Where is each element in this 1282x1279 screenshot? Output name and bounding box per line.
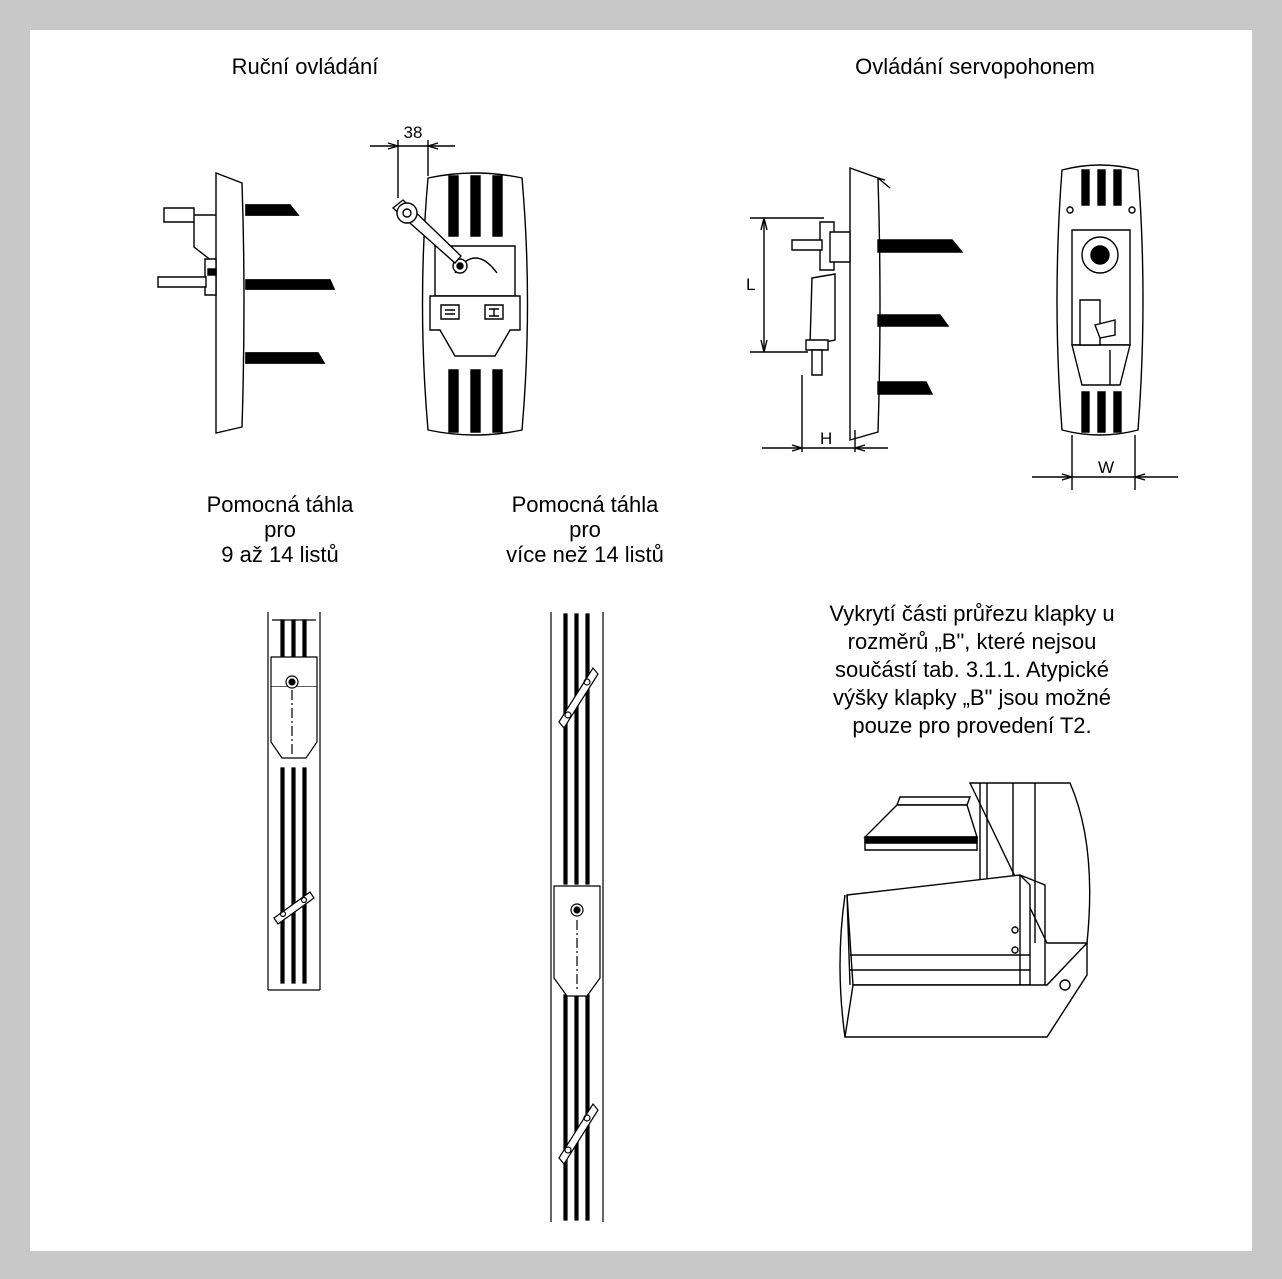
dimension-38-label: 38 xyxy=(404,123,423,142)
rod-long-view xyxy=(545,610,609,1225)
servo-front-view: W xyxy=(1020,160,1185,490)
manual-side-view xyxy=(150,165,340,440)
dimension-L: L xyxy=(746,218,824,352)
dimension-H-label: H xyxy=(820,429,832,448)
caption-note: Vykrytí části průřezu klapky u rozměrů „… xyxy=(829,601,1115,738)
dimension-L-label: L xyxy=(746,275,755,294)
rod-short-view xyxy=(262,610,326,995)
caption-rods-short: Pomocná táhla pro 9 až 14 listů xyxy=(206,492,354,567)
heading-servo-control: Ovládání servopohonem xyxy=(855,54,1095,79)
cutout-perspective-view xyxy=(835,775,1095,1040)
servo-side-view: L H xyxy=(746,160,980,455)
manual-front-view: 38 xyxy=(365,123,540,440)
dimension-W-label: W xyxy=(1098,458,1114,477)
heading-manual-control: Ruční ovládání xyxy=(231,54,379,79)
dimension-38: 38 xyxy=(370,123,455,198)
caption-rods-long: Pomocná táhla pro více než 14 listů xyxy=(506,492,664,567)
